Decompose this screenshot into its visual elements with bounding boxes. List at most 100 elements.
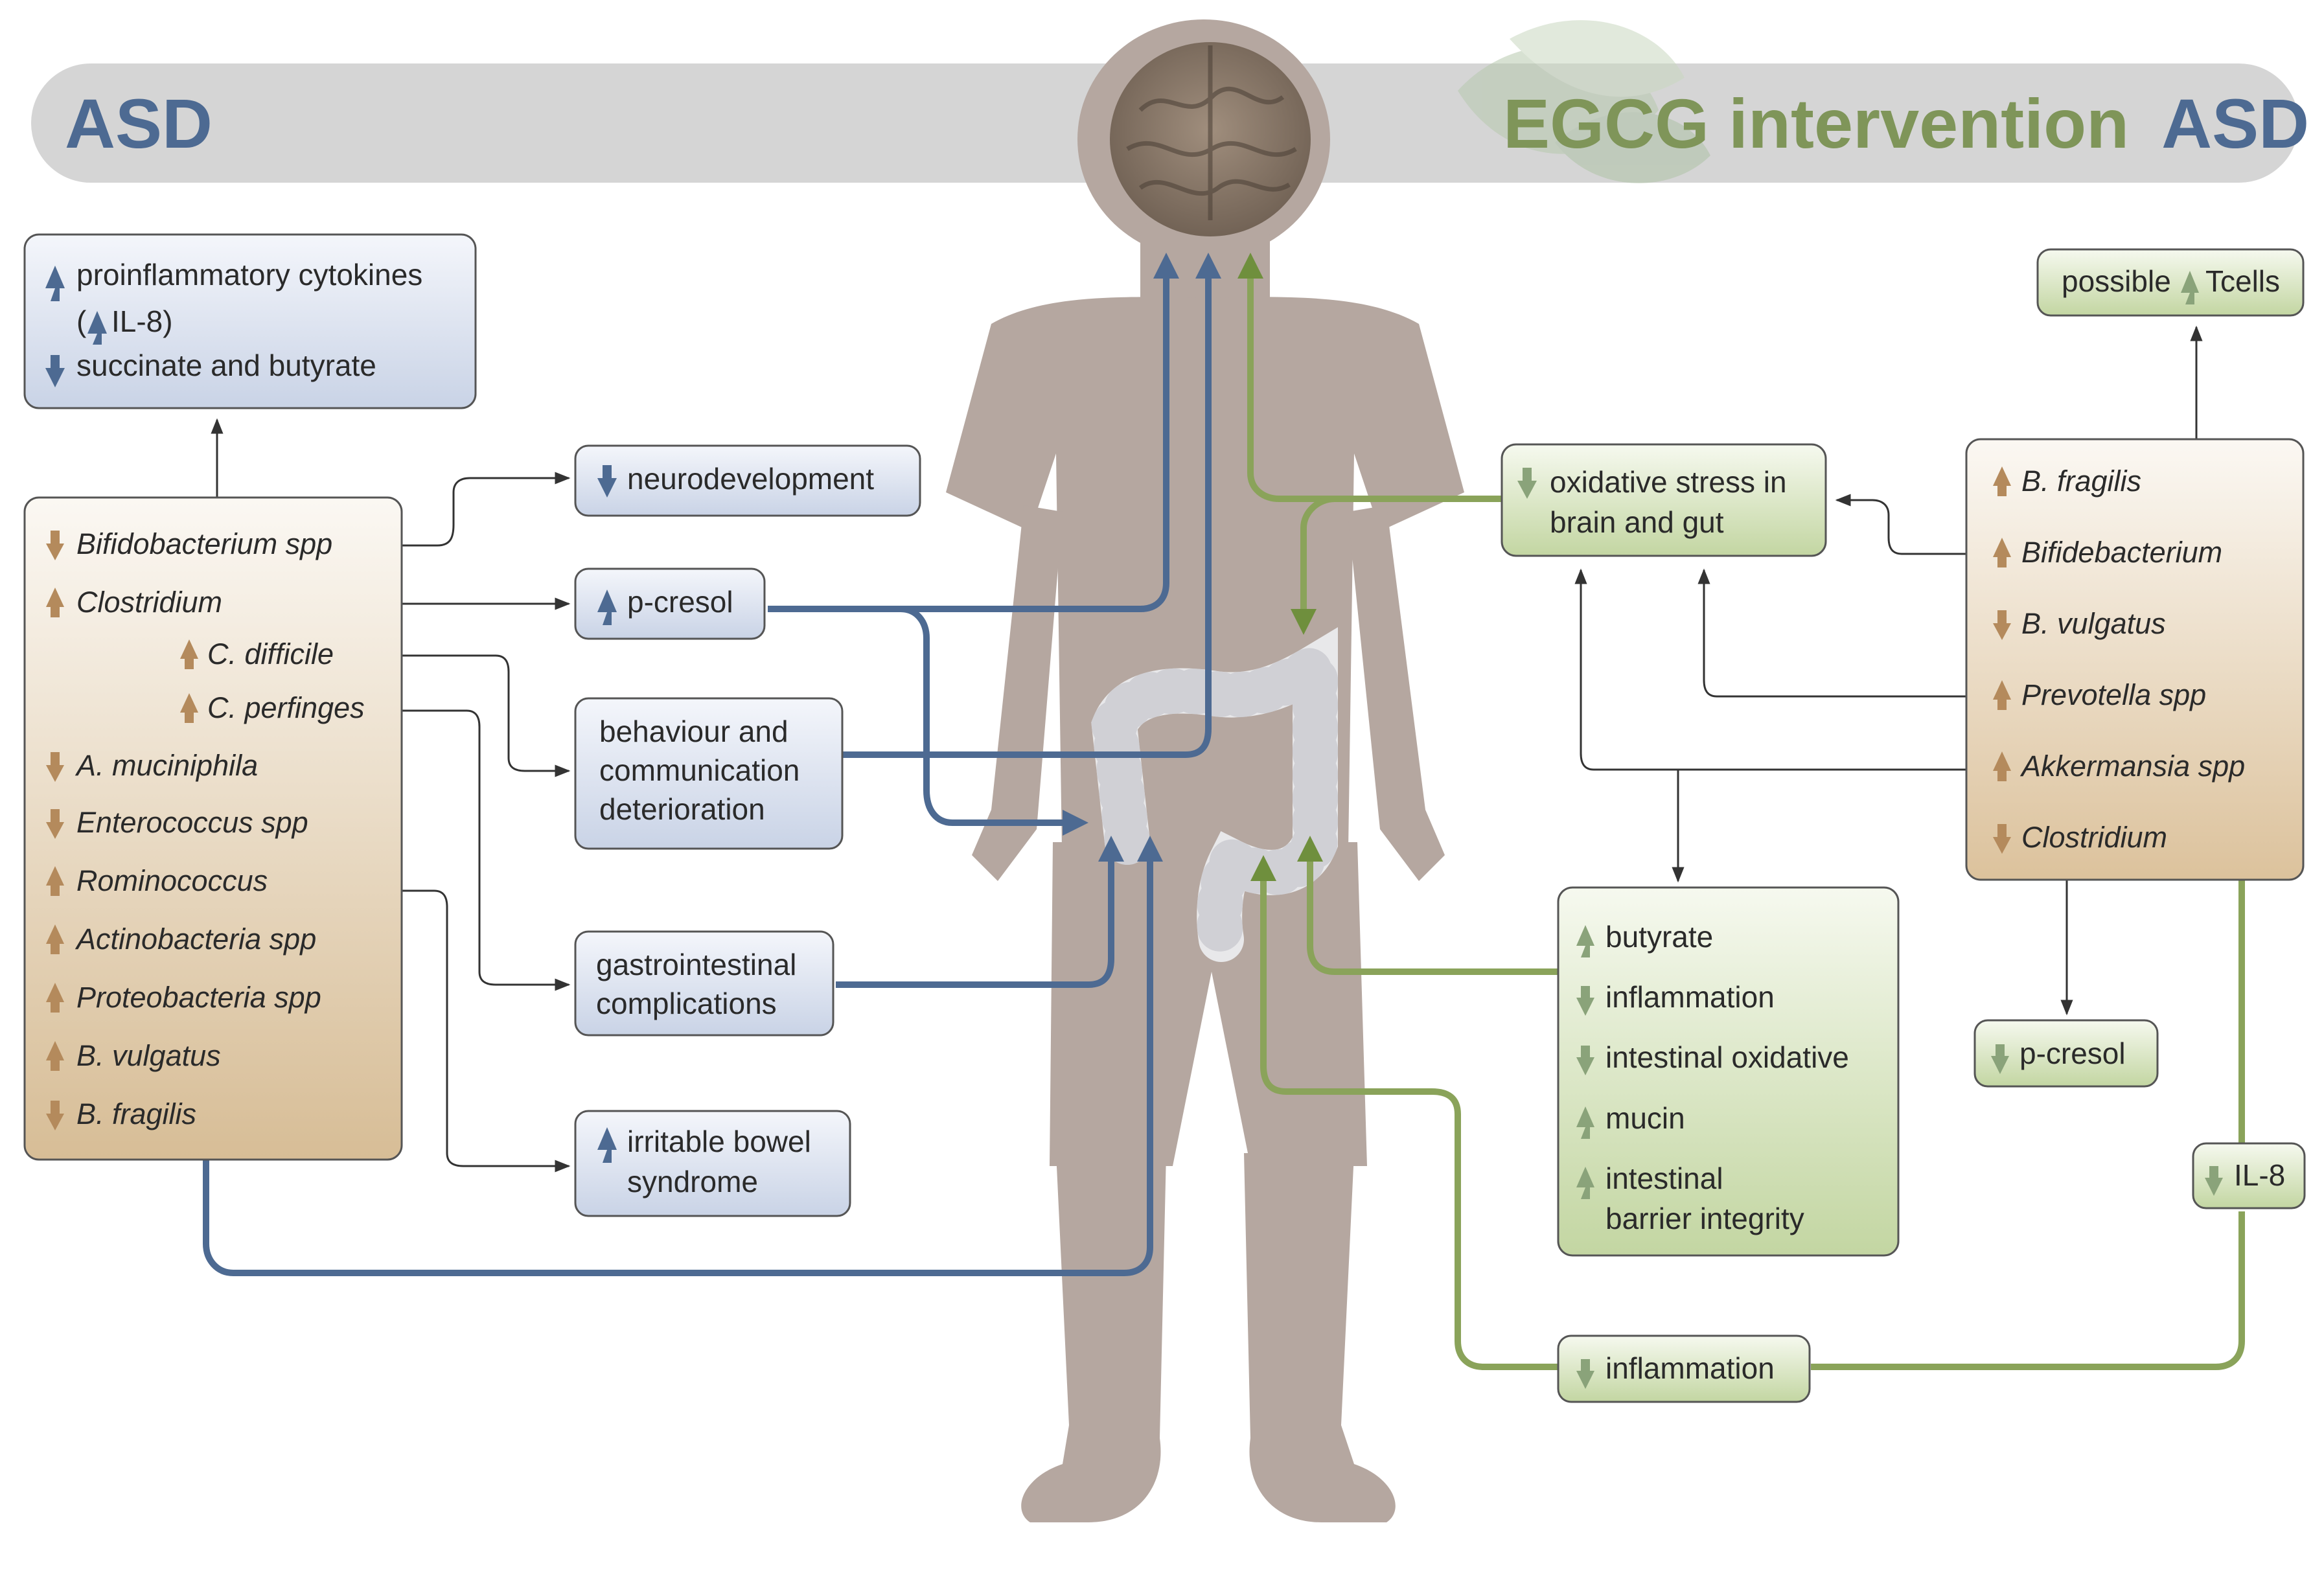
up-arrow-icon xyxy=(597,1127,617,1163)
egcg-bacterium-label: Bifidebacterium xyxy=(2021,536,2222,569)
egcg-bacterium-label: Clostridium xyxy=(2021,821,2167,854)
intestinal-oxidative-label: intestinal oxidative xyxy=(1605,1040,1849,1074)
brain-icon xyxy=(1110,42,1311,236)
asd-bacterium-label: B. vulgatus xyxy=(76,1039,221,1072)
up-arrow-icon xyxy=(2181,271,2199,304)
down-arrow-icon xyxy=(1993,610,2011,640)
down-arrow-icon xyxy=(1576,1046,1594,1075)
down-arrow-icon xyxy=(2205,1166,2223,1196)
asd-bacterium-label: Bifidobacterium spp xyxy=(76,527,332,560)
egcg-title: EGCG intervention ASD xyxy=(1503,84,2309,163)
up-arrow-icon xyxy=(46,866,64,896)
up-arrow-icon xyxy=(1993,466,2011,496)
down-arrow-icon xyxy=(597,465,617,498)
up-arrow-icon xyxy=(87,311,107,345)
oxidative-line-1: oxidative stress in xyxy=(1550,465,1787,499)
down-arrow-icon xyxy=(46,1101,64,1130)
egcg-title-asd: ASD xyxy=(2161,84,2309,163)
asd-bacterium-label: C. perfinges xyxy=(207,691,365,724)
il8-egcg-label: IL-8 xyxy=(2234,1158,2285,1192)
il8-box: IL-8 xyxy=(2192,1142,2306,1209)
pcresol-asd-label: p-cresol xyxy=(627,585,733,619)
oxidative-line-2: brain and gut xyxy=(1550,505,1724,539)
down-arrow-icon xyxy=(46,531,64,560)
mucin-label: mucin xyxy=(1605,1101,1685,1135)
up-arrow-icon xyxy=(597,590,617,625)
gastrointestinal-box: gastrointestinal complications xyxy=(574,930,834,1036)
up-arrow-icon xyxy=(1576,1167,1594,1199)
up-arrow-icon xyxy=(1576,925,1594,957)
asd-bacterium-label: C. difficile xyxy=(207,637,334,670)
asd-title: ASD xyxy=(65,84,213,163)
butyrate-label: butyrate xyxy=(1605,920,1713,954)
down-arrow-icon xyxy=(1991,1044,2009,1074)
egcg-title-green: EGCG intervention xyxy=(1503,84,2129,163)
up-arrow-icon xyxy=(180,693,198,723)
tcells-box: possible Tcells xyxy=(2036,248,2305,317)
asd-bacterium-label: Actinobacteria spp xyxy=(75,922,316,956)
ibs-line-2: syndrome xyxy=(627,1165,758,1198)
ibs-line-1: irritable bowel xyxy=(627,1125,811,1158)
pcresol-egcg-label: p-cresol xyxy=(2019,1036,2126,1070)
down-arrow-icon xyxy=(1517,468,1537,499)
up-arrow-icon xyxy=(46,1041,64,1071)
succinate-label: succinate and butyrate xyxy=(76,349,376,382)
up-arrow-icon xyxy=(46,924,64,954)
gi-line-2: complications xyxy=(596,987,777,1020)
down-arrow-icon xyxy=(1576,986,1594,1016)
tea-leaves-decoration xyxy=(1458,20,1710,183)
down-arrow-icon xyxy=(46,809,64,839)
asd-bacterium-label: Clostridium xyxy=(76,586,222,619)
up-arrow-icon xyxy=(45,266,65,301)
up-arrow-icon xyxy=(46,983,64,1013)
up-arrow-icon xyxy=(1576,1106,1594,1139)
gi-line-1: gastrointestinal xyxy=(596,948,796,981)
il8-prefix: ( xyxy=(76,304,87,338)
asd-bacterium-label: Proteobacteria spp xyxy=(76,981,321,1014)
asd-bacterium-label: Enterococcus spp xyxy=(76,806,308,839)
egcg-bacterium-label: Prevotella spp xyxy=(2021,678,2206,711)
up-arrow-icon xyxy=(1993,751,2011,781)
down-arrow-icon xyxy=(45,355,65,387)
down-arrow-icon xyxy=(1576,1359,1594,1389)
neurodevelopment-box: neurodevelopment xyxy=(574,444,921,517)
tcells-suffix: Tcells xyxy=(2205,264,2280,298)
egcg-bacterium-label: B. vulgatus xyxy=(2021,607,2166,640)
egcg-pathways xyxy=(1237,253,2245,1370)
pcresol-asd-box: p-cresol xyxy=(574,567,766,640)
barrier-line-1: intestinal xyxy=(1605,1162,1723,1195)
intestine-icon xyxy=(1091,627,1338,962)
asd-bacterium-label: A. muciniphila xyxy=(75,749,258,782)
tcells-prefix: possible xyxy=(2062,264,2171,298)
neurodevelopment-label: neurodevelopment xyxy=(627,462,874,496)
il8-label: IL-8) xyxy=(111,304,173,338)
up-arrow-icon xyxy=(180,639,198,669)
behaviour-line-2: communication xyxy=(599,753,800,787)
up-arrow-icon xyxy=(1993,538,2011,567)
cytokines-box: proinflammatory cytokines ( IL-8) succin… xyxy=(23,233,477,409)
inflammation-bottom-box: inflammation xyxy=(1557,1334,1811,1403)
child-silhouette xyxy=(946,19,1464,1522)
barrier-line-2: barrier integrity xyxy=(1605,1202,1804,1235)
asd-bacterium-label: B. fragilis xyxy=(76,1097,196,1130)
pcresol-egcg-box: p-cresol xyxy=(1973,1019,2159,1088)
egcg-bacterium-label: Akkermansia spp xyxy=(2019,750,2245,783)
behaviour-line-1: behaviour and xyxy=(599,715,788,748)
egcg-effects-box: butyrate inflammation intestinal oxidati… xyxy=(1557,886,1900,1257)
down-arrow-icon xyxy=(1993,824,2011,854)
inflammation-label: inflammation xyxy=(1605,980,1775,1014)
up-arrow-icon xyxy=(46,588,64,617)
oxidative-stress-box: oxidative stress in brain and gut xyxy=(1501,443,1827,557)
behaviour-box: behaviour and communication deterioratio… xyxy=(574,697,844,850)
behaviour-line-3: deterioration xyxy=(599,792,765,826)
down-arrow-icon xyxy=(46,752,64,782)
egcg-bacterium-label: B. fragilis xyxy=(2021,464,2141,498)
asd-bacterium-label: Rominococcus xyxy=(76,864,268,897)
asd-pathways xyxy=(203,253,1221,1276)
up-arrow-icon xyxy=(1993,680,2011,710)
